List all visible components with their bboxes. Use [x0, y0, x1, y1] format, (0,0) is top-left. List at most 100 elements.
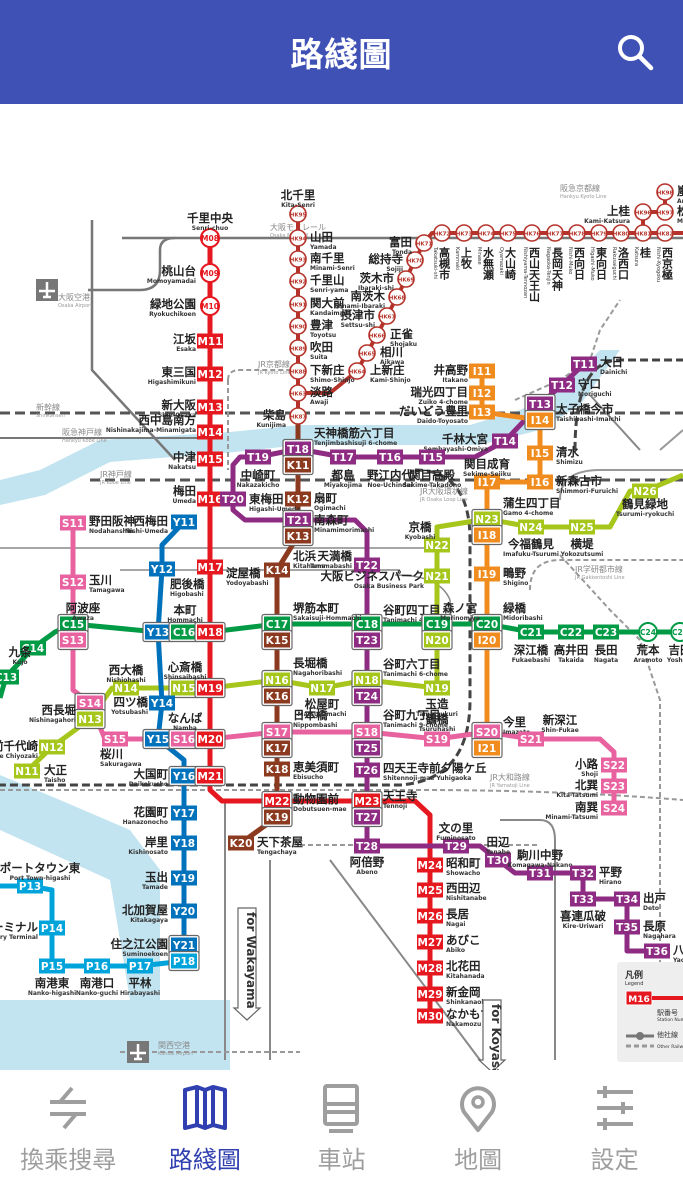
- station-[interactable]: C13: [0, 669, 19, 685]
- search-button[interactable]: [615, 32, 655, 72]
- station-arashiyama[interactable]: HK98嵐山Arashiyama: [656, 183, 683, 205]
- station-ferry-terminal[interactable]: P14フェリーターミナルFerry Terminal: [0, 920, 65, 941]
- station-matsuo-taisha[interactable]: HK97松尾大社Matsuo-taisha: [656, 203, 683, 225]
- nav-transfer-search[interactable]: 換乘搜尋: [0, 1070, 137, 1180]
- station-yoshida[interactable]: C25吉田Yoshida: [666, 622, 683, 664]
- nav-route-map[interactable]: 路綫圖: [137, 1070, 274, 1180]
- nav-map[interactable]: 地圖: [410, 1070, 547, 1180]
- station-dome-mae-chiyozaki[interactable]: N12ドーム前千代崎Dome-mae Chiyozaki: [0, 739, 65, 760]
